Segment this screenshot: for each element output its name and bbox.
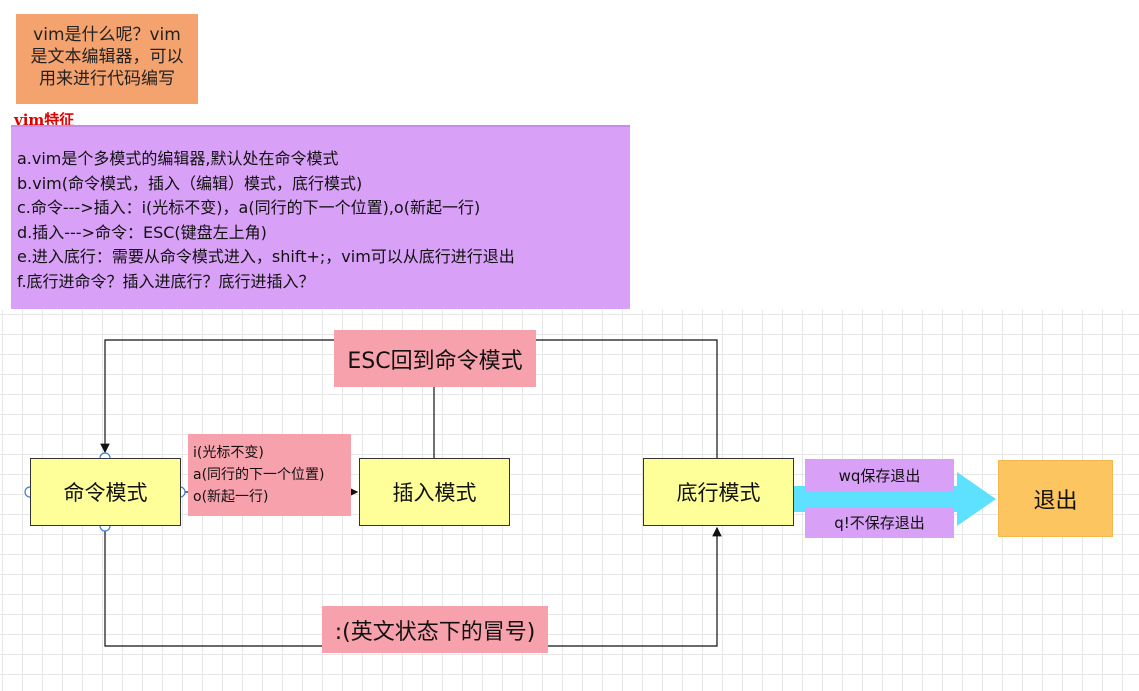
insert-key-i: i(光标不变) xyxy=(193,445,264,461)
feature-line: d.插入--->命令：ESC(键盘左上角) xyxy=(17,222,267,242)
label-wq[interactable]: wq保存退出 xyxy=(805,459,954,491)
intro-note: vim是什么呢？vim 是文本编辑器，可以 用来进行代码编写 xyxy=(16,14,198,104)
edge-lastline-to-exit xyxy=(794,472,996,526)
features-title: vim特征 xyxy=(14,111,75,129)
insert-key-a: a(同行的下一个位置) xyxy=(193,467,325,483)
node-insert-mode[interactable]: 插入模式 xyxy=(359,458,510,526)
feature-line: b.vim(命令模式，插入（编辑）模式，底行模式) xyxy=(17,173,363,193)
label-insert-keys[interactable]: i(光标不变) a(同行的下一个位置) o(新起一行) xyxy=(188,434,351,516)
node-command-mode[interactable]: 命令模式 xyxy=(30,458,181,526)
label-esc[interactable]: ESC回到命令模式 xyxy=(334,330,536,387)
insert-key-o: o(新起一行) xyxy=(193,489,269,505)
feature-line: a.vim是个多模式的编辑器,默认处在命令模式 xyxy=(17,149,339,168)
feature-line: c.命令--->插入：i(光标不变)，a(同行的下一个位置),o(新起一行) xyxy=(17,198,481,217)
features-box: a.vim是个多模式的编辑器,默认处在命令模式 b.vim(命令模式，插入（编辑… xyxy=(11,125,630,309)
feature-line: f.底行进命令？插入进底行？底行进插入？ xyxy=(17,271,315,291)
node-lastline-mode[interactable]: 底行模式 xyxy=(643,458,794,526)
node-exit[interactable]: 退出 xyxy=(998,460,1113,537)
label-q[interactable]: q!不保存退出 xyxy=(805,507,954,538)
label-colon[interactable]: :(英文状态下的冒号) xyxy=(322,606,548,653)
feature-line: e.进入底行：需要从命令模式进入，shift+;，vim可以从底行进行退出 xyxy=(17,247,515,266)
